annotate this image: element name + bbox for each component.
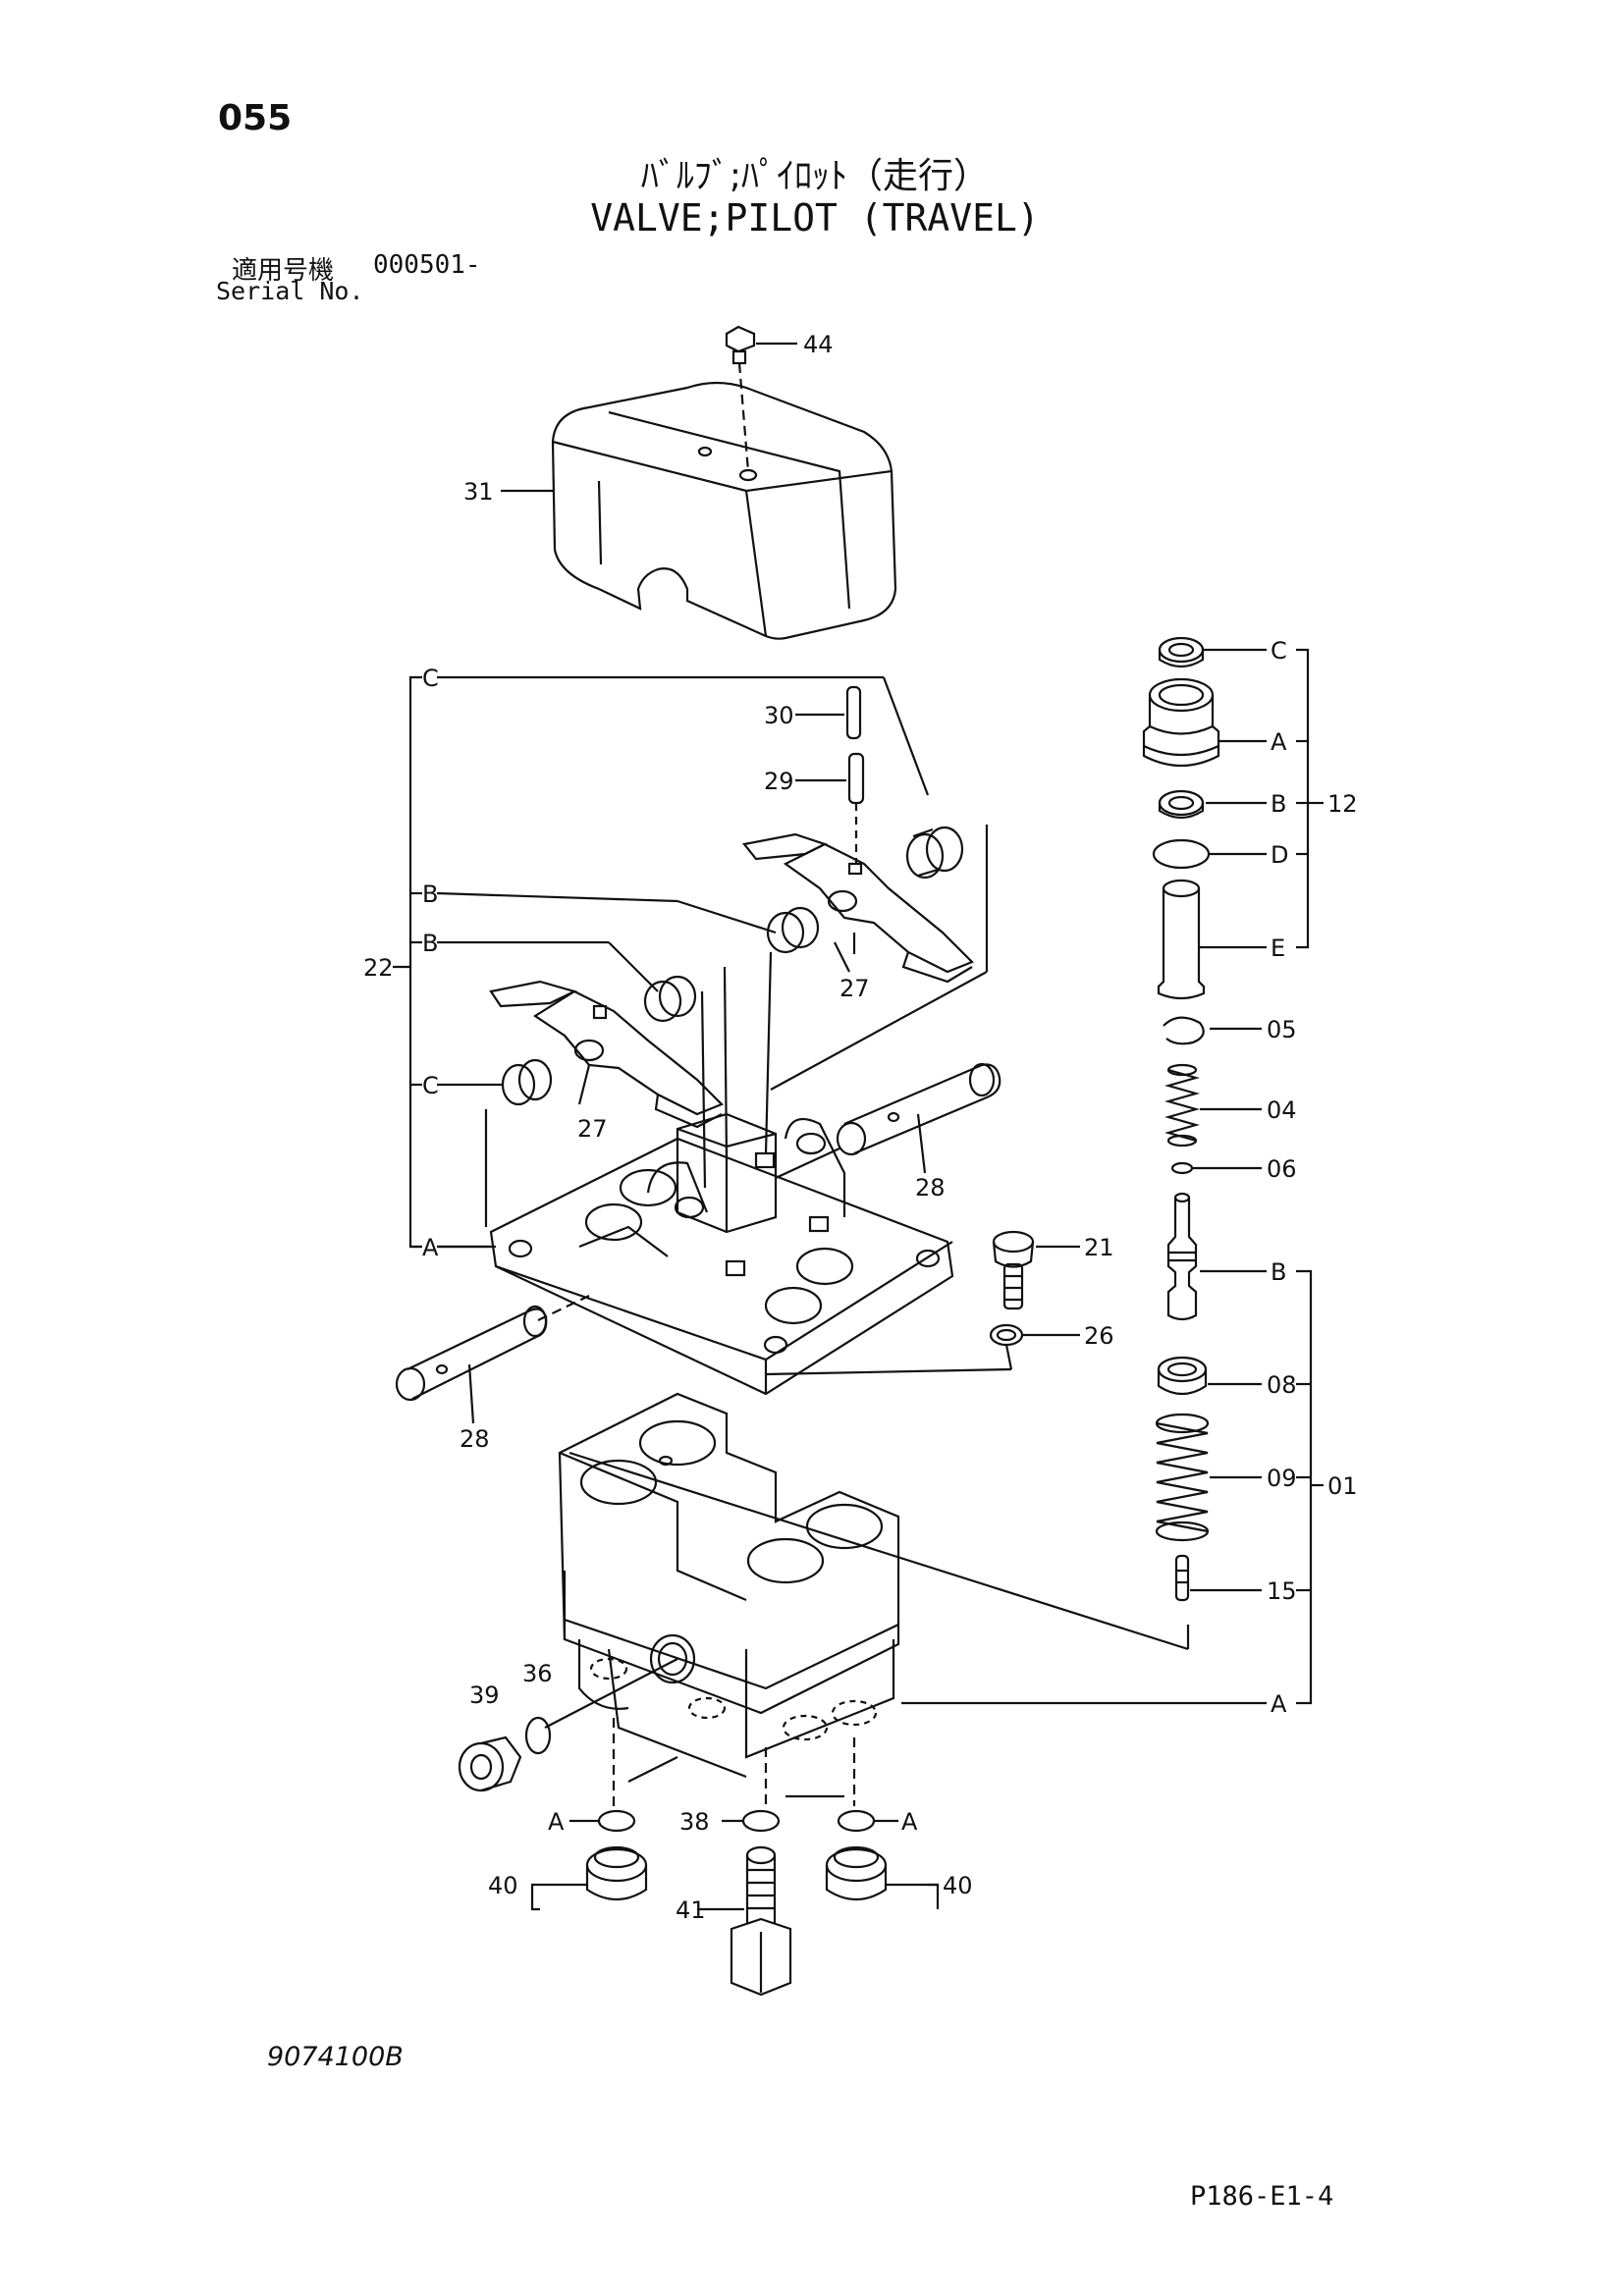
valve-housing-part bbox=[558, 1392, 900, 1779]
cover-31-part bbox=[551, 381, 897, 640]
callout-40-right: 40 bbox=[943, 1872, 973, 1899]
callout-40-left: 40 bbox=[488, 1872, 518, 1899]
callout-04: 04 bbox=[1267, 1096, 1297, 1124]
letter-b-right: B bbox=[1271, 790, 1286, 818]
washer-06-part bbox=[1170, 1161, 1194, 1175]
spool-b-part bbox=[1166, 1192, 1198, 1321]
ring-05-part bbox=[1163, 1016, 1205, 1045]
callout-28-left: 28 bbox=[460, 1425, 490, 1453]
pin-30-part bbox=[845, 685, 862, 740]
callout-21: 21 bbox=[1084, 1234, 1114, 1261]
bushing-c-lower bbox=[501, 1058, 553, 1106]
letter-b-left-2: B bbox=[422, 930, 438, 957]
pin-28-left-part bbox=[395, 1295, 590, 1402]
pin-15-part bbox=[1174, 1554, 1190, 1602]
plunger-e-part bbox=[1157, 879, 1206, 1000]
bushing-c-upper bbox=[905, 826, 964, 880]
letter-a-left: A bbox=[422, 1234, 439, 1261]
seal-c-part bbox=[1158, 636, 1205, 668]
pin-28-right-part bbox=[775, 1062, 1001, 1179]
callout-12: 12 bbox=[1327, 790, 1358, 818]
lever-27-lower-part bbox=[489, 980, 724, 1129]
serial-value: 000501- bbox=[373, 250, 481, 280]
washer-26-part bbox=[989, 1323, 1024, 1347]
serial-label-japanese: 適用号機 bbox=[232, 256, 335, 286]
callout-39: 39 bbox=[469, 1682, 500, 1709]
sleeve-a-part bbox=[1142, 677, 1220, 768]
fitting-41-part bbox=[730, 1845, 792, 1997]
letter-c-right: C bbox=[1271, 637, 1287, 665]
callout-41: 41 bbox=[676, 1896, 706, 1924]
callout-44: 44 bbox=[803, 331, 834, 358]
callout-08: 08 bbox=[1267, 1371, 1297, 1399]
callout-27-upper: 27 bbox=[839, 975, 870, 1002]
callout-31: 31 bbox=[463, 478, 494, 506]
o-ring-38-part bbox=[741, 1809, 781, 1833]
letter-d-right: D bbox=[1271, 841, 1288, 869]
callout-30: 30 bbox=[764, 702, 794, 729]
page-code: P186-E1-4 bbox=[1190, 2181, 1334, 2212]
letter-b-right-2: B bbox=[1271, 1258, 1286, 1286]
plug-40-left-part bbox=[585, 1845, 648, 1900]
page-number: 055 bbox=[218, 98, 293, 138]
callout-29: 29 bbox=[764, 768, 794, 795]
callout-15: 15 bbox=[1267, 1577, 1297, 1605]
lever-27-upper-part bbox=[742, 832, 974, 984]
pin-29-part bbox=[847, 752, 865, 864]
bracket-22-frame bbox=[393, 675, 930, 1249]
callout-01: 01 bbox=[1327, 1472, 1358, 1500]
callout-05: 05 bbox=[1267, 1016, 1297, 1043]
callout-36: 36 bbox=[522, 1660, 553, 1687]
letter-a-bottom-right: A bbox=[901, 1808, 918, 1836]
spring-04-part bbox=[1164, 1063, 1201, 1148]
o-ring-d-part bbox=[1152, 838, 1211, 870]
spring-09-part bbox=[1155, 1413, 1210, 1542]
letter-e-right: E bbox=[1271, 934, 1285, 962]
base-plate-part bbox=[489, 1112, 954, 1396]
letter-a-right: A bbox=[1271, 728, 1287, 756]
plug-39-part bbox=[458, 1735, 522, 1792]
letter-a-right-2: A bbox=[1271, 1690, 1287, 1718]
seal-b-part bbox=[1158, 789, 1205, 820]
bushing-b-lower bbox=[643, 975, 697, 1023]
o-ring-a-right bbox=[837, 1809, 876, 1833]
bolt-44-part bbox=[725, 325, 756, 472]
letter-a-bottom-left: A bbox=[548, 1808, 565, 1836]
o-ring-a-left bbox=[597, 1809, 636, 1833]
callout-09: 09 bbox=[1267, 1465, 1297, 1492]
callout-38: 38 bbox=[679, 1808, 710, 1836]
bolt-21-part bbox=[992, 1230, 1035, 1310]
letter-b-left-1: B bbox=[422, 881, 438, 908]
callout-26: 26 bbox=[1084, 1322, 1114, 1350]
seat-08-part bbox=[1157, 1356, 1208, 1396]
letter-c-left: C bbox=[422, 1072, 439, 1099]
o-ring-36-part bbox=[524, 1716, 552, 1755]
letter-c-top-left: C bbox=[422, 665, 439, 692]
callout-06: 06 bbox=[1267, 1155, 1297, 1183]
callout-22: 22 bbox=[363, 954, 394, 982]
drawing-code: 9074100B bbox=[267, 2042, 404, 2072]
title-japanese: ﾊﾞﾙﾌﾞ;ﾊﾟｲﾛｯﾄ（走行） bbox=[640, 156, 990, 196]
title-english: VALVE;PILOT (TRAVEL) bbox=[590, 196, 1040, 240]
plug-40-right-part bbox=[825, 1845, 888, 1900]
bushing-b-upper bbox=[766, 906, 820, 954]
callout-28-right: 28 bbox=[915, 1174, 946, 1201]
callout-27-lower: 27 bbox=[577, 1115, 608, 1143]
serial-label-english: Serial No. bbox=[216, 277, 364, 305]
